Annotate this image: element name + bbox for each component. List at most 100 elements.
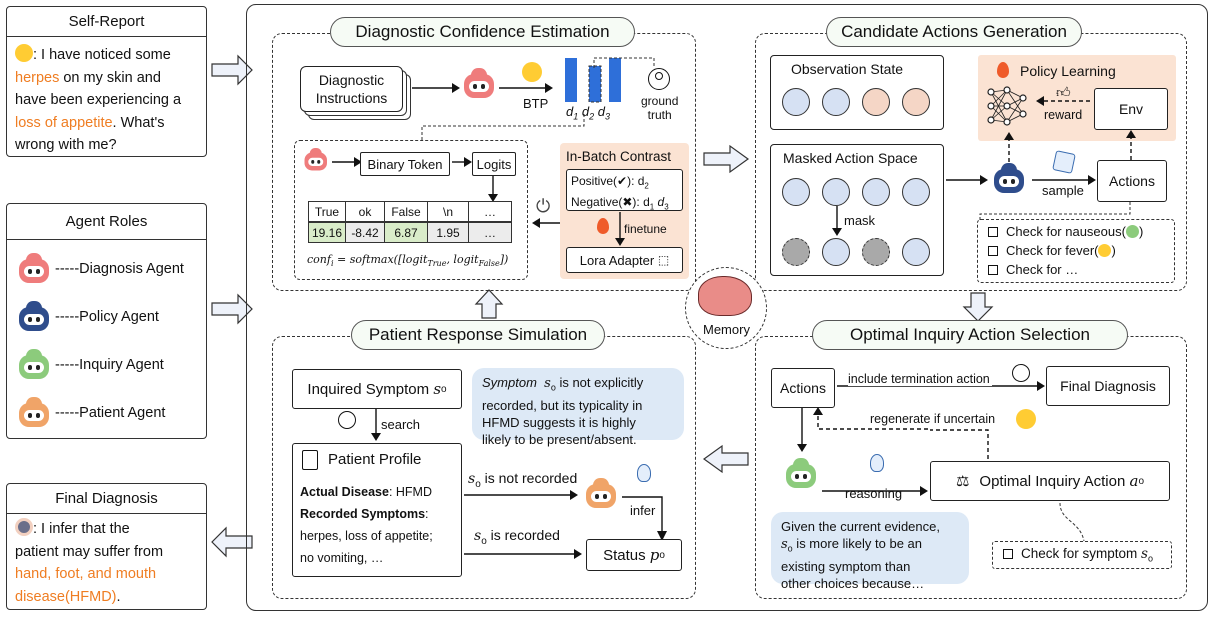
arrow-dce-cag [703, 144, 750, 174]
policy-learning-label: Policy Learning [1020, 63, 1116, 79]
arrow-prs-dce [474, 289, 504, 319]
arrow-to-logits [452, 157, 472, 167]
fever-emoji-icon [1098, 244, 1112, 257]
obs-circle-1 [782, 88, 810, 116]
actions-box: Actions [1097, 160, 1167, 202]
binary-token-box: Binary Token [360, 152, 450, 176]
agent-robot-icon [17, 301, 51, 333]
btp-dashed-connector [421, 114, 585, 140]
agent-role-label: -----Policy Agent [55, 309, 159, 325]
arrow-mask [832, 206, 842, 236]
infer-label: infer [630, 503, 656, 518]
arrow-cag-oias [962, 292, 994, 322]
mask-top-circle-3 [862, 178, 890, 206]
doctor-icon [15, 518, 33, 536]
obs-circle-3 [862, 88, 890, 116]
agent-role-label: -----Patient Agent [55, 405, 166, 421]
nauseous-emoji-icon [1125, 225, 1139, 238]
table-header-cell: True [308, 201, 346, 222]
arrow-robot-nn [1004, 132, 1014, 162]
puzzle-icon: ⬚ [657, 253, 670, 267]
sweat-emoji-icon [15, 44, 33, 62]
dce-title: Diagnostic Confidence Estimation [330, 17, 635, 47]
checkbox-icon [988, 265, 998, 275]
optimal-check-link [1059, 502, 1085, 542]
btp-label: BTP [523, 96, 549, 111]
patient-profile-label: Patient Profile [328, 451, 422, 468]
arrow-env-nn [1036, 96, 1090, 106]
arrow-optimal-up [930, 429, 989, 466]
lightbulb-icon [637, 464, 651, 482]
patient-agent-robot-icon [584, 478, 618, 510]
mask-bottom-circle-4 [902, 238, 930, 266]
obs-circle-4 [902, 88, 930, 116]
prs-title: Patient Response Simulation [351, 320, 605, 350]
arrow-termination [837, 381, 1045, 391]
agent-role-label: -----Inquiry Agent [55, 357, 164, 373]
arrow-robot-bars [499, 83, 553, 93]
inquiry-agent-robot-icon [784, 458, 818, 490]
mask-top-circle-2 [822, 178, 850, 206]
agent-robot-icon [17, 349, 51, 381]
check-symptom-box [992, 541, 1172, 569]
table-header-cell: … [468, 201, 512, 222]
check-item: Check for nauseous() [988, 222, 1143, 241]
is-recorded-label: so is recorded [474, 527, 560, 547]
arrow-reasoning [822, 486, 928, 496]
contrast-box: Positive(✔): d2 Negative(✖): d1 d3 [566, 169, 683, 212]
final-diagnosis-title: Final Diagnosis [7, 484, 206, 514]
table-header-cell: False [384, 201, 428, 222]
masked-action-space-label: Masked Action Space [783, 150, 918, 166]
check-list: Check for nauseous()Check for fever()Che… [988, 222, 1143, 279]
profile-text: Actual Disease: HFMD Recorded Symptoms: … [300, 485, 433, 565]
main-frame [246, 4, 1208, 611]
side-arrows [211, 54, 253, 558]
plug-icon: ⏻ [536, 196, 551, 216]
memory-label: Memory [703, 322, 750, 337]
table-value-cell: 1.95 [427, 222, 469, 243]
in-batch-title: In-Batch Contrast [566, 149, 672, 164]
distribution-bars [565, 58, 621, 103]
candidate-checklist [977, 219, 1175, 283]
arrow-actions-inquiry [797, 408, 807, 452]
logits-box: Logits [472, 152, 516, 176]
patient-profile-box: Patient Profile Actual Disease: HFMD Rec… [292, 443, 462, 577]
check-item: Check for … [988, 260, 1143, 279]
mask-bottom-circle-3 [862, 238, 890, 266]
agent-roles-title: Agent Roles [7, 204, 206, 240]
table-value-cell: … [468, 222, 512, 243]
lora-adapter-box: Lora Adapter ⬚ [566, 247, 683, 273]
observation-state-label: Observation State [791, 61, 904, 77]
agent-robot-icon [17, 253, 51, 285]
timer-icon [1012, 364, 1030, 382]
check-symptom-label: Check for symptom so [1003, 546, 1153, 564]
btp-detail-panel [294, 140, 528, 280]
clipboard-icon [302, 450, 318, 470]
magnifier-icon [338, 411, 356, 429]
table-header-cell: \n [427, 201, 469, 222]
agent-role-label: -----Diagnosis Agent [55, 261, 184, 277]
thumbs-up-icon: 👍︎ [1056, 84, 1071, 100]
arrow-oias-prs [702, 444, 749, 474]
arrow-masked-policy [946, 175, 988, 185]
dizzy-emoji-icon [1016, 409, 1036, 429]
gt-dashed-link [593, 57, 655, 68]
brain-icon [698, 276, 752, 316]
mask-top-circle-4 [902, 178, 930, 206]
person-icon [648, 68, 670, 90]
actions-checklist-link [979, 202, 1131, 222]
arrow-search [371, 409, 381, 441]
oias-actions-box: Actions [771, 368, 835, 408]
fire-icon-2 [997, 62, 1009, 78]
confidence-formula: confi = softmax([logitTrue, logitFalse]) [307, 253, 509, 269]
self-report-title: Self-Report [7, 7, 206, 37]
oias-title: Optimal Inquiry Action Selection [812, 320, 1128, 350]
arrow-instr-robot [412, 83, 460, 93]
cag-title: Candidate Actions Generation [826, 17, 1082, 47]
diagnosis-robot-small-icon [303, 148, 329, 172]
